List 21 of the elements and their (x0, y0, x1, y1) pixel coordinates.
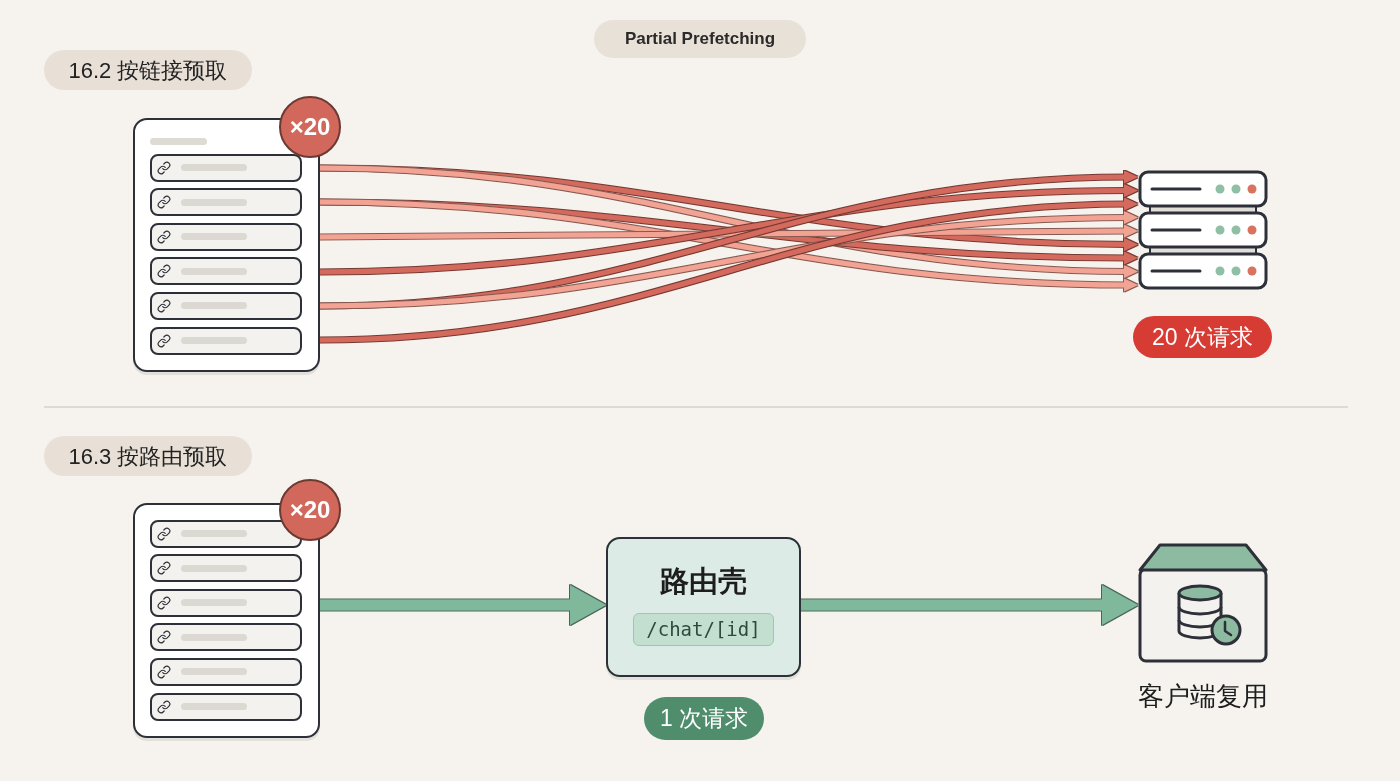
section-heading: 16.2 按链接预取 (44, 50, 252, 90)
curved-arrow (319, 184, 1138, 275)
curved-arrow (320, 224, 1138, 240)
curved-arrow (319, 197, 1138, 343)
route-shell-box (606, 537, 801, 677)
server-stack-icon (1138, 170, 1268, 290)
curved-arrow (319, 199, 1138, 292)
section-heading: 16.3 按路由预取 (44, 436, 252, 476)
request-count-badge: 20 次请求 (1133, 316, 1272, 358)
route-path-chip: /chat/[id] (633, 613, 774, 646)
curved-arrow (319, 211, 1138, 309)
count-badge: ×20 (279, 479, 341, 541)
count-badge: ×20 (279, 96, 341, 158)
title-pill: Partial Prefetching (594, 20, 806, 58)
arrow (801, 585, 1138, 625)
node-title: 路由壳 (660, 564, 747, 599)
curved-arrow (319, 165, 1138, 278)
request-count-badge: 1 次请求 (644, 697, 764, 740)
node-label: 客户端复用 (1137, 679, 1269, 713)
storage-box-icon (1138, 543, 1268, 663)
arrow (320, 585, 606, 625)
